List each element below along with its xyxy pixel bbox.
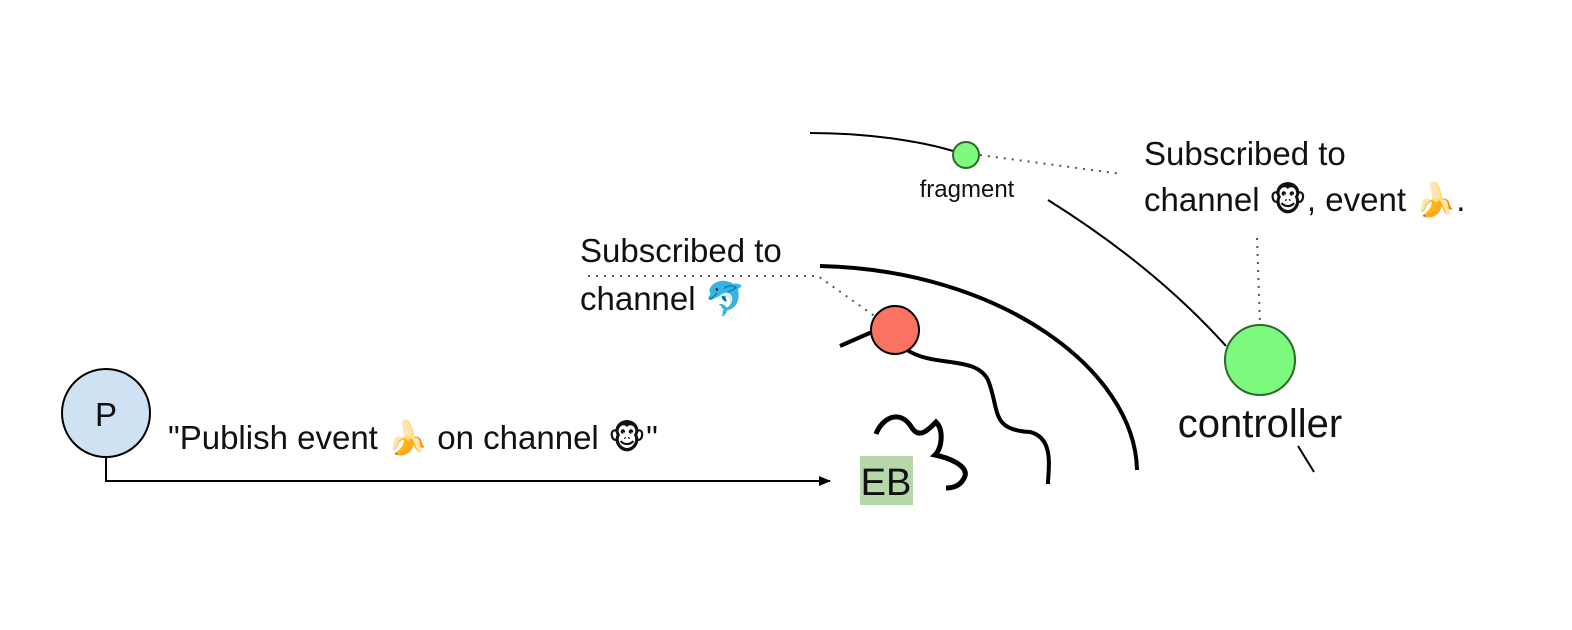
subscriber-red-node[interactable] (870, 305, 920, 355)
publisher-label: P (95, 396, 117, 433)
event-bus-node[interactable] (860, 456, 913, 505)
outer-arc-lower (1047, 199, 1227, 347)
controller-node[interactable] (1224, 324, 1296, 396)
outer-arc (809, 132, 966, 156)
monkey-sub-line2: channel 🐵, event 🍌. (1144, 180, 1465, 219)
dolphin-icon: 🐬 (705, 279, 746, 318)
dolphin-sub-connector (588, 275, 881, 321)
controller-label: controller (1178, 402, 1343, 446)
fragment-node[interactable] (952, 141, 980, 169)
outer-arc-tail (1297, 445, 1315, 473)
dolphin-sub-line2: channel 🐬 (580, 279, 746, 318)
inner-stroke-left (839, 330, 873, 348)
eb-squiggle (873, 414, 968, 491)
controller-connector (1256, 237, 1261, 326)
monkey-icon: 🐵 (1269, 180, 1307, 219)
dolphin-sub-line1: Subscribed to (580, 232, 782, 269)
event-bus-label: EB (861, 462, 912, 504)
fragment-label: fragment (920, 176, 1015, 203)
publish-annotation: "Publish event 🍌 on channel 🐵" (168, 418, 658, 457)
banana-icon: 🍌 (1415, 180, 1456, 219)
middle-arc (819, 264, 1139, 471)
monkey-icon: 🐵 (608, 418, 646, 457)
inner-squiggle (905, 348, 1051, 485)
fragment-connector (979, 154, 1123, 175)
publish-arrow (105, 457, 831, 486)
monkey-sub-line1: Subscribed to (1144, 135, 1346, 172)
banana-icon: 🍌 (387, 418, 428, 457)
